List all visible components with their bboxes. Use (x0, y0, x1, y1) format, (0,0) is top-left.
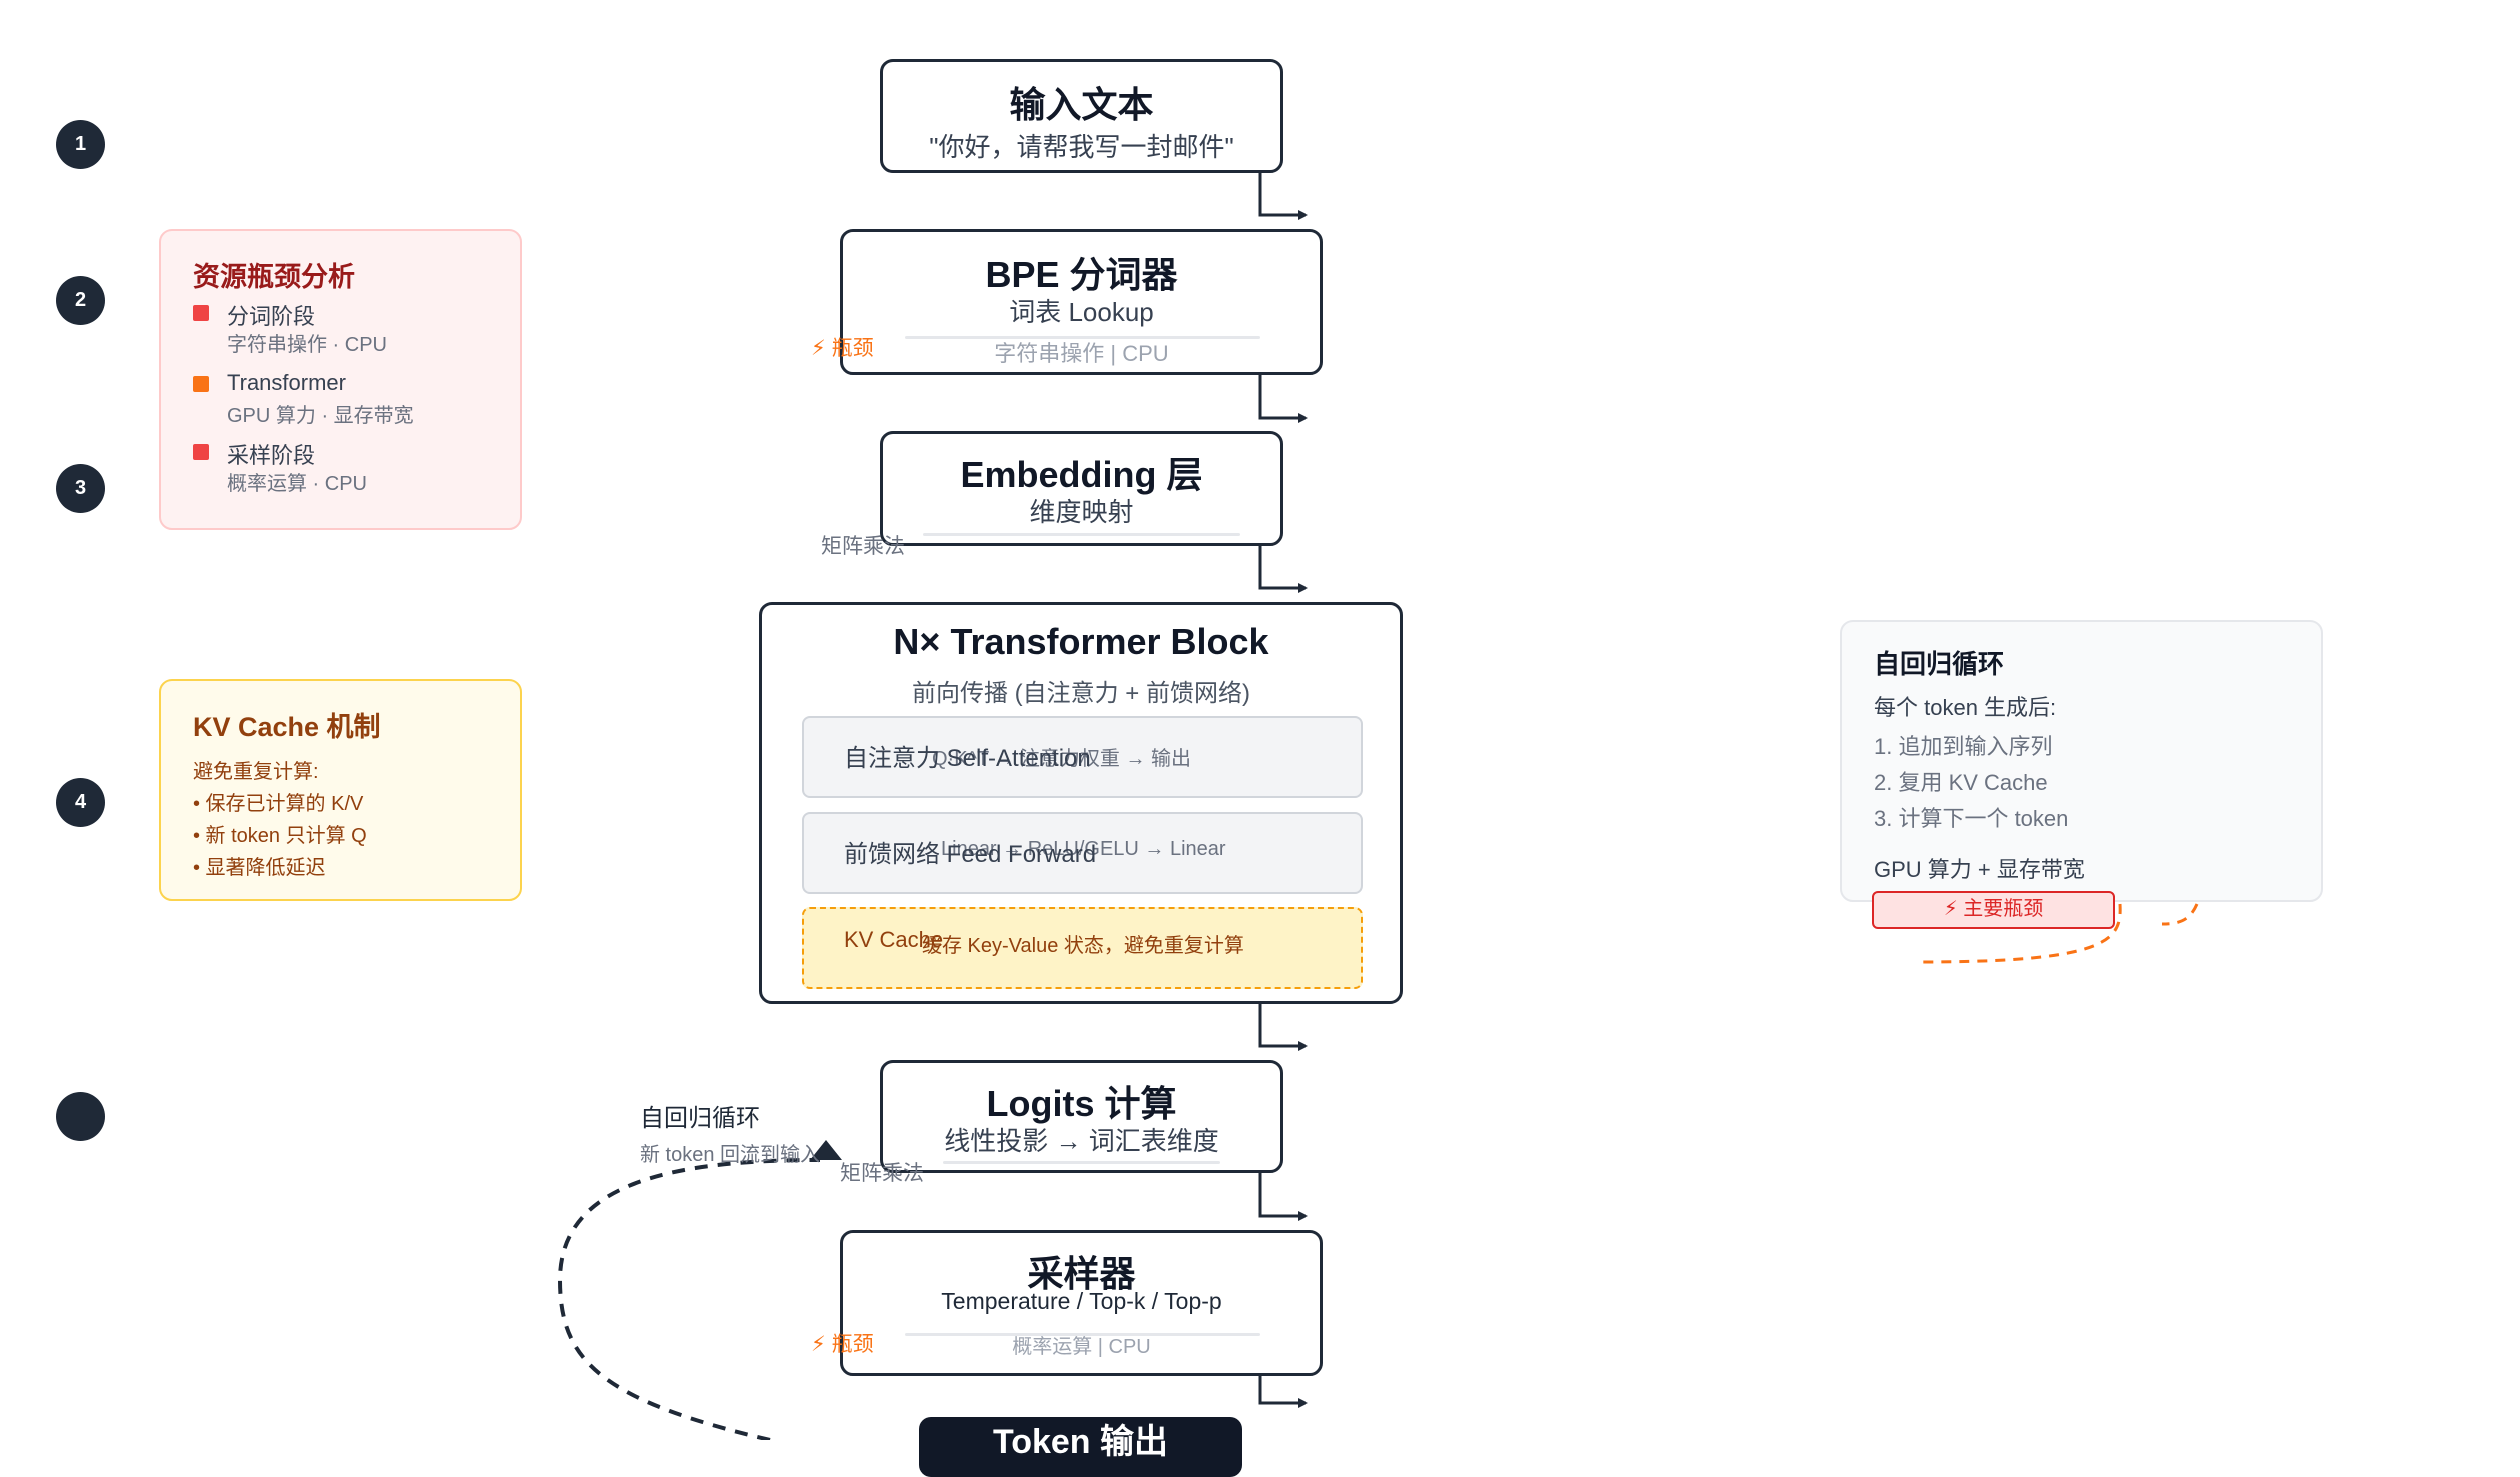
input-text-node: 输入文本 "你好，请帮我写一封邮件" (880, 59, 1283, 173)
ar-panel-intro: 每个 token 生成后: (1874, 695, 2057, 720)
logits-subtitle: 线性投影 → 词汇表维度 (944, 1126, 1219, 1156)
embedding-op-note: 矩阵乘法 (821, 535, 905, 558)
loop-label-title: 自回归循环 (640, 1105, 760, 1132)
sampler-subtitle: Temperature / Top-k / Top-p (941, 1288, 1222, 1314)
divider (905, 336, 1260, 339)
ar-panel-step: 3. 计算下一个 token (1874, 806, 2069, 831)
bpe-tokenizer-node: BPE 分词器 词表 Lookup 字符串操作 | CPU (840, 229, 1323, 375)
feed-forward-layer: Linear → ReLU/GELU → Linear 前馈网络 Feed Fo… (802, 812, 1363, 894)
step-marker-3: 3 (56, 464, 105, 513)
connector-logits-sampler (1258, 1170, 1308, 1221)
input-text-title: 输入文本 (1009, 84, 1154, 125)
sampler-title: 采样器 (1027, 1253, 1136, 1294)
main-bottleneck-badge: ⚡ 主要瓶颈 (1872, 891, 2115, 929)
input-text-subtitle: "你好，请帮我写一封邮件" (929, 132, 1234, 162)
step-marker-1: 1 (56, 120, 105, 169)
token-output-node: Token 输出 (919, 1417, 1242, 1477)
kv-cache-label: KV Cache (844, 927, 944, 952)
bpe-tokenizer-title: BPE 分词器 (985, 254, 1178, 295)
resource-item-detail: GPU 算力 · 显存带宽 (227, 405, 414, 427)
bullet-square-icon (193, 444, 209, 460)
ar-panel-step: 2. 复用 KV Cache (1874, 770, 2048, 795)
autoregressive-panel: 自回归循环 每个 token 生成后: 1. 追加到输入序列 2. 复用 KV … (1840, 620, 2323, 902)
resource-item-name: 分词阶段 (227, 304, 316, 329)
ar-panel-resource: GPU 算力 + 显存带宽 (1874, 857, 2085, 882)
logits-op-note: 矩阵乘法 (840, 1162, 924, 1185)
kv-cache-detail: 缓存 Key-Value 状态，避免重复计算 (922, 935, 1244, 957)
kv-panel-line: • 显著降低延迟 (193, 857, 326, 879)
kv-cache-panel: KV Cache 机制 避免重复计算: • 保存已计算的 K/V • 新 tok… (159, 679, 522, 901)
divider (905, 1333, 1260, 1336)
embedding-layer-subtitle: 维度映射 (1029, 497, 1134, 527)
feed-forward-label: 前馈网络 Feed Forward (844, 841, 1097, 868)
transformer-block-subtitle: 前向传播 (自注意力 + 前馈网络) (911, 680, 1250, 707)
divider (923, 533, 1240, 536)
sampler-node: 采样器 Temperature / Top-k / Top-p 概率运算 | C… (840, 1230, 1323, 1376)
feedback-loop-path (557, 1158, 821, 1440)
self-attention-layer: Q·K^T → 注意力权重 → 输出 自注意力 Self-Attention (802, 716, 1363, 798)
step-marker-5 (56, 1092, 105, 1141)
resource-item-name: 采样阶段 (227, 443, 316, 468)
embedding-layer-title: Embedding 层 (960, 454, 1203, 495)
ar-panel-title: 自回归循环 (1874, 649, 2005, 679)
bpe-bottleneck-tag: ⚡ 瓶颈 (811, 337, 874, 360)
bpe-tokenizer-subtitle: 词表 Lookup (1009, 297, 1154, 327)
sampler-bottleneck-tag: ⚡ 瓶颈 (811, 1333, 874, 1356)
logits-node: Logits 计算 线性投影 → 词汇表维度 (880, 1060, 1283, 1173)
resource-item-name: Transformer (227, 370, 346, 395)
bullet-square-icon (193, 376, 209, 392)
sampler-resource-note: 概率运算 | CPU (1012, 1336, 1151, 1358)
kv-panel-line: 避免重复计算: (193, 761, 319, 783)
resource-bottleneck-panel: 资源瓶颈分析 分词阶段 字符串操作 · CPU Transformer GPU … (159, 229, 522, 530)
ar-panel-step: 1. 追加到输入序列 (1874, 734, 2053, 759)
feed-forward-detail: Linear → ReLU/GELU → Linear (941, 838, 1226, 860)
step-marker-2: 2 (56, 276, 105, 325)
connector-input-bpe (1258, 172, 1308, 220)
resource-item-detail: 字符串操作 · CPU (227, 334, 387, 356)
kv-panel-line: • 新 token 只计算 Q (193, 825, 367, 847)
kv-panel-title: KV Cache 机制 (193, 712, 381, 742)
divider (943, 1161, 1220, 1164)
connector-transformer-logits (1258, 1002, 1308, 1051)
loop-label-subtitle: 新 token 回流到输入 (640, 1144, 821, 1166)
logits-title: Logits 计算 (986, 1083, 1177, 1124)
kv-cache-layer: KV Cache 缓存 Key-Value 状态，避免重复计算 (802, 907, 1363, 989)
transformer-block-title: N× Transformer Block (893, 621, 1269, 662)
resource-item-detail: 概率运算 · CPU (227, 473, 367, 495)
token-output-title: Token 输出 (992, 1423, 1169, 1461)
step-marker-4: 4 (56, 778, 105, 827)
connector-sampler-output (1258, 1373, 1308, 1408)
self-attention-label: 自注意力 Self-Attention (844, 745, 1091, 772)
bullet-square-icon (193, 305, 209, 321)
kv-panel-line: • 保存已计算的 K/V (193, 793, 364, 815)
bpe-resource-note: 字符串操作 | CPU (994, 341, 1169, 366)
embedding-layer-node: Embedding 层 维度映射 (880, 431, 1283, 546)
connector-embedding-transformer (1258, 544, 1308, 593)
resource-panel-title: 资源瓶颈分析 (193, 262, 355, 292)
self-attention-detail: Q·K^T → 注意力权重 → 输出 (932, 748, 1192, 770)
transformer-block-node: N× Transformer Block 前向传播 (自注意力 + 前馈网络) … (759, 602, 1403, 1004)
bottleneck-link-tail (2161, 903, 2199, 926)
connector-bpe-embedding (1258, 373, 1308, 423)
